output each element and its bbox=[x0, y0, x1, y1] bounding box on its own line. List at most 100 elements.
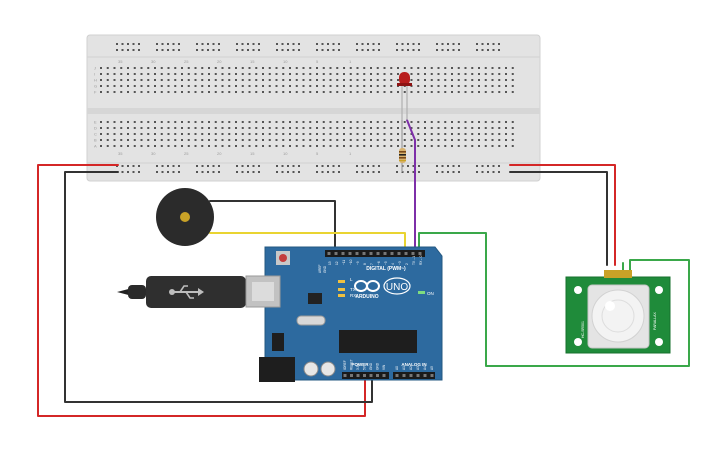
rail-hole[interactable] bbox=[276, 49, 278, 51]
power-header-hole[interactable] bbox=[350, 374, 353, 377]
tie-hole[interactable] bbox=[491, 79, 494, 81]
tie-hole[interactable] bbox=[127, 91, 129, 93]
rail-hole[interactable] bbox=[492, 43, 495, 45]
rail-hole[interactable] bbox=[487, 165, 489, 167]
tie-hole[interactable] bbox=[120, 121, 123, 123]
rail-hole[interactable] bbox=[441, 49, 444, 51]
rail-hole[interactable] bbox=[361, 171, 364, 173]
tie-hole[interactable] bbox=[343, 139, 345, 141]
tie-hole[interactable] bbox=[316, 91, 318, 93]
tie-hole[interactable] bbox=[127, 79, 129, 81]
rail-hole[interactable] bbox=[252, 165, 255, 167]
rail-hole[interactable] bbox=[447, 165, 449, 167]
tie-hole[interactable] bbox=[390, 133, 393, 135]
tie-hole[interactable] bbox=[255, 85, 258, 87]
tie-hole[interactable] bbox=[316, 79, 318, 81]
tie-hole[interactable] bbox=[464, 85, 467, 87]
tie-hole[interactable] bbox=[268, 79, 271, 81]
tie-hole[interactable] bbox=[282, 85, 285, 87]
tie-hole[interactable] bbox=[505, 85, 507, 87]
tie-hole[interactable] bbox=[221, 73, 224, 75]
rail-hole[interactable] bbox=[212, 165, 215, 167]
tie-hole[interactable] bbox=[268, 73, 271, 75]
tie-hole[interactable] bbox=[349, 121, 352, 123]
tie-hole[interactable] bbox=[140, 73, 143, 75]
rail-hole[interactable] bbox=[441, 43, 444, 45]
tie-hole[interactable] bbox=[208, 145, 210, 147]
tie-hole[interactable] bbox=[181, 91, 183, 93]
rail-hole[interactable] bbox=[458, 171, 460, 173]
tie-hole[interactable] bbox=[336, 127, 339, 129]
tie-hole[interactable] bbox=[316, 127, 318, 129]
tie-hole[interactable] bbox=[194, 91, 197, 93]
rail-hole[interactable] bbox=[498, 43, 500, 45]
rail-hole[interactable] bbox=[396, 49, 398, 51]
rail-hole[interactable] bbox=[258, 165, 260, 167]
rail-hole[interactable] bbox=[127, 49, 129, 51]
tie-hole[interactable] bbox=[262, 139, 264, 141]
rail-hole[interactable] bbox=[132, 49, 135, 51]
tie-hole[interactable] bbox=[491, 91, 494, 93]
tie-hole[interactable] bbox=[383, 73, 386, 75]
tie-hole[interactable] bbox=[113, 133, 116, 135]
tie-hole[interactable] bbox=[309, 67, 312, 69]
tie-hole[interactable] bbox=[417, 79, 420, 81]
tie-hole[interactable] bbox=[410, 73, 413, 75]
tie-hole[interactable] bbox=[417, 85, 420, 87]
tie-hole[interactable] bbox=[464, 121, 467, 123]
tie-hole[interactable] bbox=[363, 127, 366, 129]
tie-hole[interactable] bbox=[302, 139, 305, 141]
tie-hole[interactable] bbox=[390, 79, 393, 81]
tie-hole[interactable] bbox=[181, 139, 183, 141]
rail-hole[interactable] bbox=[241, 43, 244, 45]
tie-hole[interactable] bbox=[491, 73, 494, 75]
tie-hole[interactable] bbox=[417, 67, 420, 69]
tie-hole[interactable] bbox=[424, 79, 426, 81]
tie-hole[interactable] bbox=[140, 91, 143, 93]
tie-hole[interactable] bbox=[275, 79, 278, 81]
tie-hole[interactable] bbox=[120, 67, 123, 69]
tie-hole[interactable] bbox=[376, 145, 379, 147]
rail-hole[interactable] bbox=[452, 171, 455, 173]
tie-hole[interactable] bbox=[417, 121, 420, 123]
rail-hole[interactable] bbox=[281, 49, 284, 51]
tie-hole[interactable] bbox=[228, 73, 231, 75]
tie-hole[interactable] bbox=[451, 91, 453, 93]
tie-hole[interactable] bbox=[505, 79, 507, 81]
rail-hole[interactable] bbox=[247, 165, 249, 167]
tie-hole[interactable] bbox=[417, 139, 420, 141]
tie-hole[interactable] bbox=[437, 127, 440, 129]
tie-hole[interactable] bbox=[133, 121, 136, 123]
tie-hole[interactable] bbox=[383, 121, 386, 123]
tie-hole[interactable] bbox=[133, 91, 136, 93]
tie-hole[interactable] bbox=[241, 67, 244, 69]
rail-hole[interactable] bbox=[372, 43, 375, 45]
rail-hole[interactable] bbox=[367, 43, 369, 45]
tie-hole[interactable] bbox=[505, 133, 507, 135]
tie-hole[interactable] bbox=[491, 145, 494, 147]
tie-hole[interactable] bbox=[120, 139, 123, 141]
tie-hole[interactable] bbox=[457, 79, 460, 81]
tie-hole[interactable] bbox=[316, 145, 318, 147]
tie-hole[interactable] bbox=[437, 85, 440, 87]
digital-header-hole[interactable] bbox=[348, 252, 352, 255]
tie-hole[interactable] bbox=[295, 73, 298, 75]
power-header-hole[interactable] bbox=[382, 374, 386, 377]
tie-hole[interactable] bbox=[100, 79, 102, 81]
tie-hole[interactable] bbox=[208, 67, 210, 69]
rail-hole[interactable] bbox=[378, 49, 380, 51]
digital-header-hole[interactable] bbox=[404, 252, 408, 255]
tie-hole[interactable] bbox=[201, 145, 204, 147]
tie-hole[interactable] bbox=[160, 73, 163, 75]
tie-hole[interactable] bbox=[201, 91, 204, 93]
tie-hole[interactable] bbox=[275, 139, 278, 141]
tie-hole[interactable] bbox=[295, 127, 298, 129]
rail-hole[interactable] bbox=[161, 49, 164, 51]
tie-hole[interactable] bbox=[133, 67, 136, 69]
rail-hole[interactable] bbox=[332, 171, 335, 173]
tie-hole[interactable] bbox=[417, 73, 420, 75]
piezo-buzzer[interactable] bbox=[156, 188, 214, 246]
tie-hole[interactable] bbox=[457, 133, 460, 135]
rail-hole[interactable] bbox=[241, 165, 244, 167]
tie-hole[interactable] bbox=[498, 145, 501, 147]
